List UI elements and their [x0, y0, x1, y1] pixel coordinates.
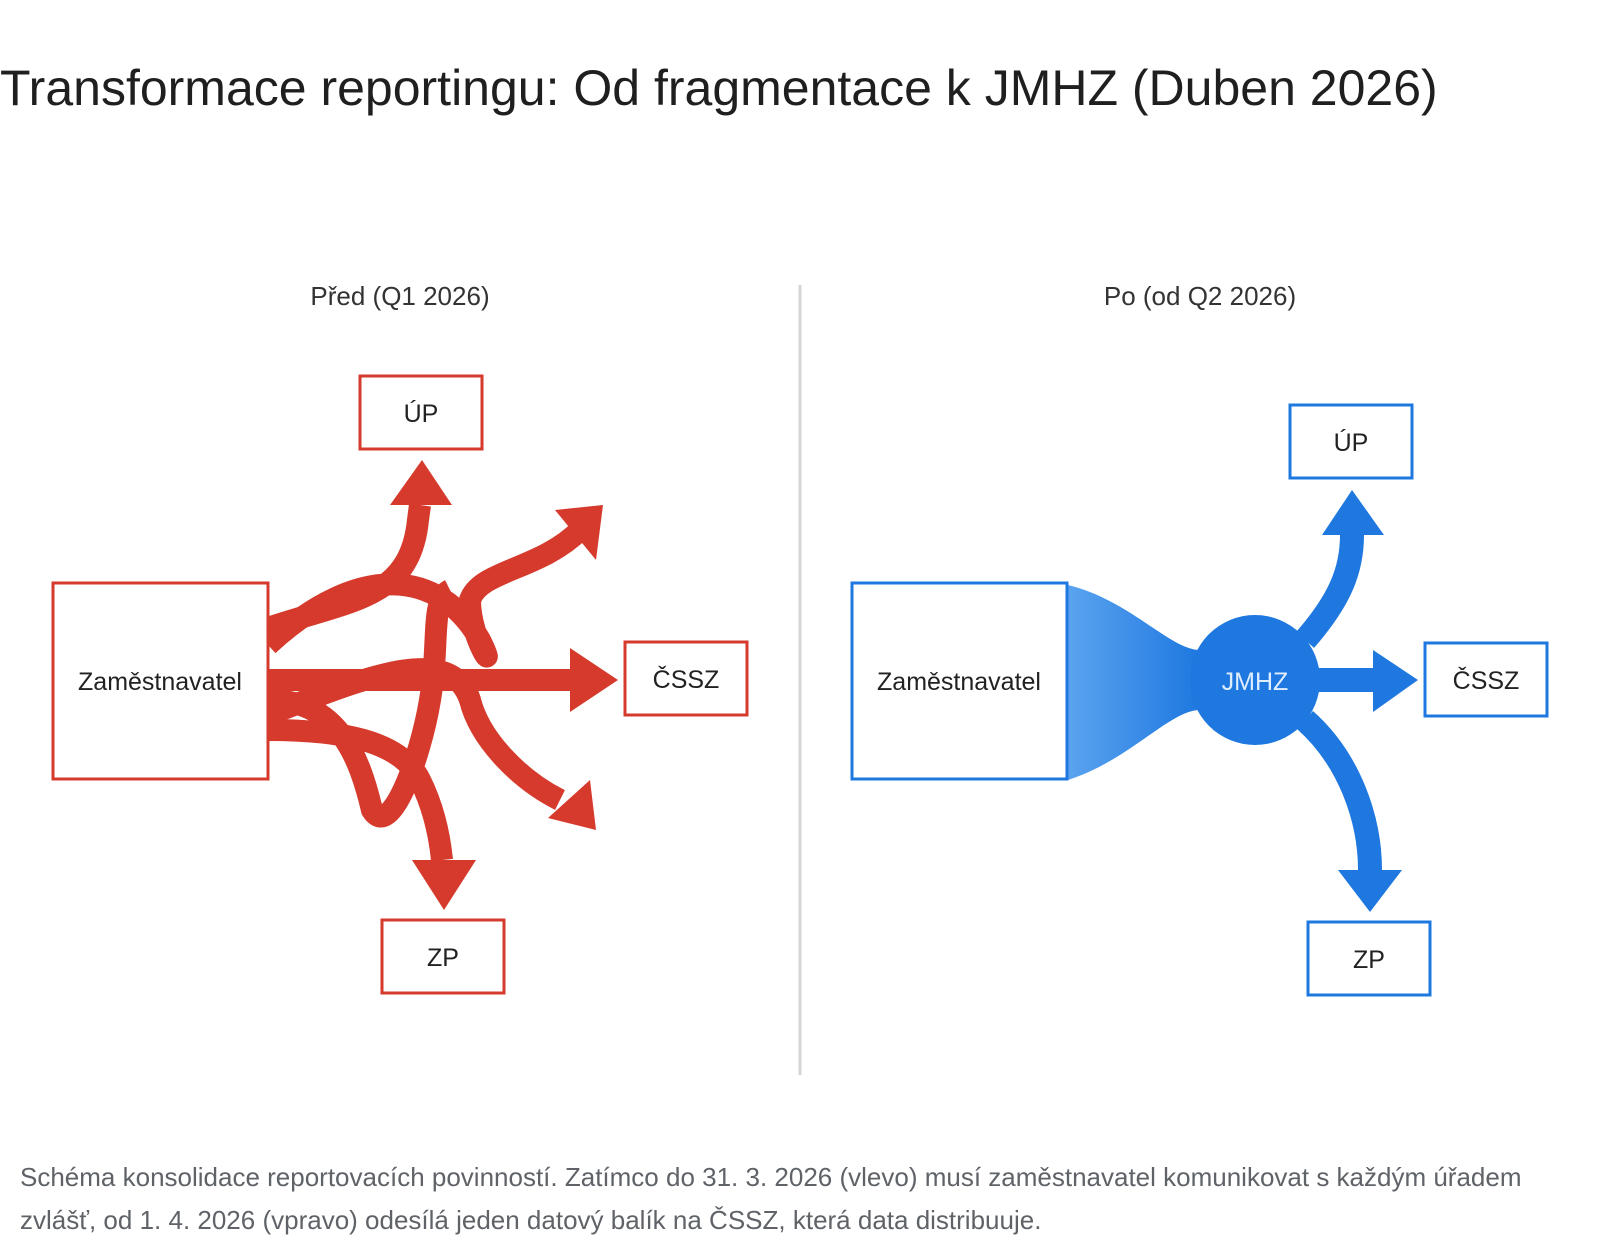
jmhz-hub [1190, 615, 1320, 745]
before-panel: Před (Q1 2026) [51, 281, 749, 995]
flow-line-zp [267, 719, 453, 862]
after-panel: Po (od Q2 2026) JMHZ Zaměstnavatel ÚP ČS… [850, 281, 1549, 997]
before-arrowheads [390, 460, 618, 910]
after-source-box [850, 581, 1069, 781]
after-cssz-label: ČSSZ [1453, 666, 1520, 695]
after-up-box [1288, 403, 1414, 480]
before-heading: Před (Q1 2026) [310, 281, 489, 311]
reporting-diagram: Před (Q1 2026) [0, 238, 1600, 1118]
after-arrowheads [1322, 490, 1418, 912]
before-up-label: ÚP [404, 399, 439, 428]
flow-line-loop-lower [264, 658, 566, 810]
before-source-box [51, 581, 270, 781]
after-arrowhead-up [1322, 490, 1384, 535]
after-heading: Po (od Q2 2026) [1104, 281, 1296, 311]
before-flow-lines [260, 503, 588, 862]
page-title: Transformace reportingu: Od fragmentace … [0, 60, 1438, 116]
before-cssz-label: ČSSZ [653, 665, 720, 694]
after-arrowhead-cssz [1373, 650, 1418, 712]
figure-caption: Schéma konsolidace reportovacích povinno… [20, 1162, 1522, 1235]
flow-line-up [264, 503, 431, 639]
jmhz-hub-label: JMHZ [1222, 668, 1289, 696]
after-zp-box [1306, 920, 1432, 997]
arrowhead-up [390, 460, 452, 505]
after-flow-lines [1295, 534, 1382, 871]
after-source-label: Zaměstnavatel [877, 668, 1041, 696]
arrowhead-cssz [570, 648, 618, 712]
before-zp-box [380, 918, 506, 995]
after-cssz-box [1423, 641, 1549, 718]
arrowhead-lower-right [548, 780, 596, 830]
after-funnel [1068, 585, 1200, 780]
after-arrowhead-zp [1338, 870, 1402, 912]
after-zp-label: ZP [1353, 946, 1385, 974]
hub-flow-up [1295, 534, 1364, 648]
arrowhead-zp [412, 860, 476, 910]
before-source-label: Zaměstnavatel [78, 668, 242, 696]
flow-line-loop-upper [260, 521, 588, 668]
before-zp-label: ZP [427, 944, 459, 972]
diagram-canvas: Před (Q1 2026) [51, 281, 1549, 1075]
before-cssz-box [623, 640, 749, 717]
after-up-label: ÚP [1334, 428, 1369, 457]
arrowhead-upper-right [555, 505, 603, 560]
hub-flow-zp [1296, 711, 1382, 871]
before-up-box [358, 374, 484, 451]
